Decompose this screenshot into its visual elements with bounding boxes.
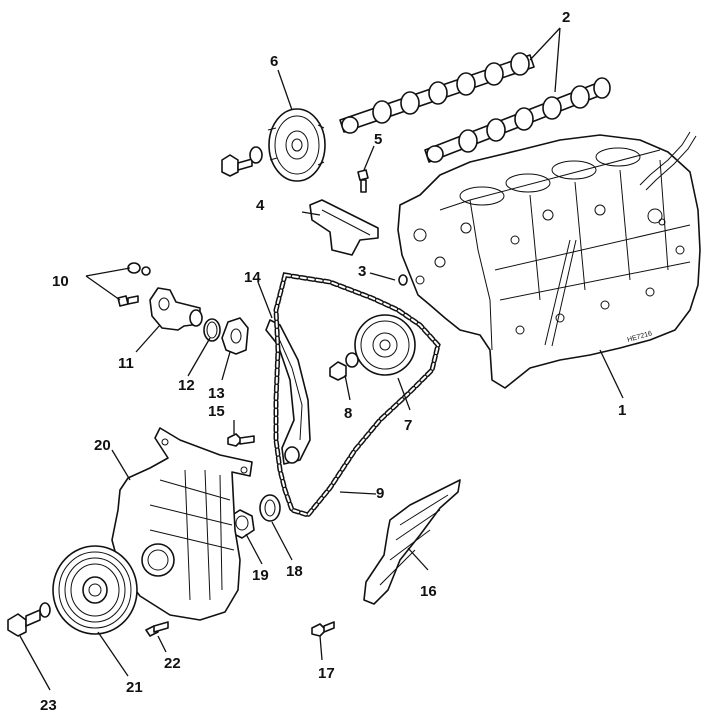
callout-19: 19 bbox=[252, 567, 269, 584]
callout-16: 16 bbox=[420, 583, 437, 600]
sprocket-bolt bbox=[221, 146, 263, 177]
callout-15: 15 bbox=[208, 403, 225, 420]
tensioner-gasket bbox=[221, 317, 249, 355]
o-ring-12 bbox=[203, 318, 221, 342]
callout-6: 6 bbox=[270, 53, 278, 70]
callout-3: 3 bbox=[358, 263, 366, 280]
callout-17: 17 bbox=[318, 665, 335, 682]
callout-9: 9 bbox=[376, 485, 384, 502]
callout-5: 5 bbox=[374, 131, 382, 148]
callout-18: 18 bbox=[286, 563, 303, 580]
callout-13: 13 bbox=[208, 385, 225, 402]
crankshaft-pulley bbox=[52, 545, 138, 635]
tensioner-rail bbox=[265, 319, 311, 465]
dowel-3 bbox=[398, 274, 408, 286]
callout-22: 22 bbox=[164, 655, 181, 672]
bolt-17 bbox=[311, 621, 335, 637]
callout-1: 1 bbox=[618, 402, 626, 419]
bolt-15 bbox=[227, 433, 255, 447]
callout-20: 20 bbox=[94, 437, 111, 454]
chain-tensioner bbox=[149, 287, 203, 331]
callout-14: 14 bbox=[244, 269, 261, 286]
leader-lines bbox=[19, 27, 624, 691]
bolt-8 bbox=[329, 352, 359, 381]
tensioner-fasteners bbox=[117, 262, 151, 307]
callout-labels: 1 2 3 4 5 6 7 8 9 10 11 12 13 14 15 16 1… bbox=[40, 9, 626, 714]
bolt-22 bbox=[145, 621, 169, 637]
callout-7: 7 bbox=[404, 417, 412, 434]
callout-10: 10 bbox=[52, 273, 69, 290]
upper-chain-guide bbox=[309, 199, 379, 256]
timing-cover bbox=[111, 427, 253, 621]
callout-12: 12 bbox=[178, 377, 195, 394]
fixed-chain-guide bbox=[363, 479, 461, 605]
timing-chain bbox=[273, 272, 441, 518]
camshaft-sprocket bbox=[267, 108, 326, 182]
crank-seal bbox=[259, 494, 281, 522]
cylinder-block: HE7216 bbox=[397, 131, 701, 389]
callout-21: 21 bbox=[126, 679, 143, 696]
callout-4: 4 bbox=[256, 197, 265, 214]
bolt-5 bbox=[357, 169, 369, 193]
camshafts bbox=[339, 52, 611, 163]
callout-8: 8 bbox=[344, 405, 352, 422]
callout-2: 2 bbox=[562, 9, 570, 26]
intermediate-sprocket bbox=[354, 314, 416, 376]
callout-23: 23 bbox=[40, 697, 57, 714]
callout-11: 11 bbox=[118, 355, 134, 372]
pulley-bolt bbox=[7, 602, 51, 637]
